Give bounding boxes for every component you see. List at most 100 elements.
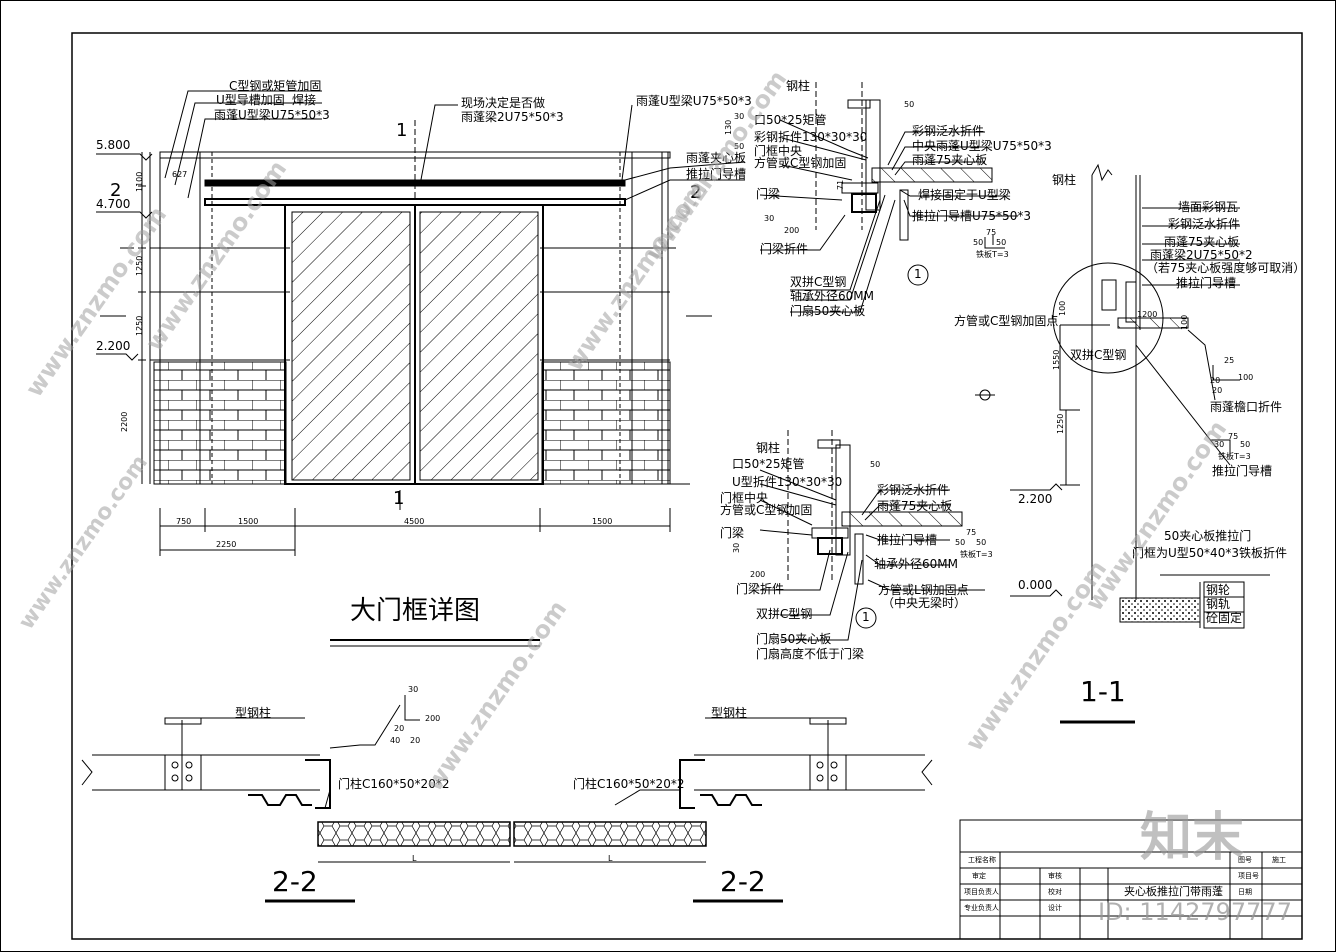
- s11-canopy-note: （若75夹心板强度够可取消）: [1146, 261, 1306, 275]
- db-color-flashing: 彩钢泛水折件: [877, 483, 950, 497]
- db-door-leaf-panel: 门扇50夹心板: [756, 632, 832, 646]
- dt-circle-mark: 1: [914, 267, 922, 281]
- dim-627: 627: [172, 170, 188, 179]
- s11-plate: 铁板T=3: [1218, 452, 1251, 461]
- s11-dim-20a: 20: [1210, 376, 1221, 385]
- s11-steel-column: 钢柱: [1052, 173, 1077, 187]
- tb-project-name: 工程名称: [968, 856, 996, 864]
- s11-door-frame: 门框为U型50*40*3铁板折件: [1132, 546, 1287, 560]
- tb-review: 审核: [1048, 872, 1062, 880]
- db-l-steel-point: 方管或L钢加固点: [878, 583, 969, 597]
- db-plate: 铁板T=3: [960, 550, 993, 559]
- watermark-brand: 知末: [1140, 808, 1245, 868]
- s11-double-c-steel: 双拼C型钢: [1070, 348, 1127, 362]
- s11-dim-1250: 1250: [1056, 413, 1065, 434]
- s11-dim-75: 75: [1228, 432, 1239, 441]
- vdim-1100: 1100: [135, 171, 144, 192]
- level-2200: 2.200: [96, 339, 131, 353]
- tb-approve: 审定: [972, 872, 986, 880]
- tb-drawing-no: 图号: [1238, 856, 1252, 864]
- dt-dim-50d: 50: [996, 238, 1007, 247]
- db-u-fold: U型折件130*30*30: [732, 475, 843, 489]
- db-steel-column: 钢柱: [756, 441, 781, 455]
- db-dim-75: 75: [966, 528, 977, 537]
- s11-dim-50: 50: [1240, 440, 1251, 449]
- db-circle-mark: 1: [862, 610, 870, 624]
- hdim-4500: 4500: [404, 517, 425, 526]
- dt-plate: 铁板T=3: [976, 250, 1009, 259]
- hdim-1500-left: 1500: [238, 517, 259, 526]
- tb-drawing-name: 夹心板推拉门带雨蓬: [1124, 885, 1223, 898]
- s11-reinforce-point: 方管或C型钢加固点: [954, 314, 1059, 328]
- db-door-beam: 门梁: [720, 526, 745, 540]
- hdim-2250: 2250: [216, 540, 237, 549]
- dt-dim-30: 30: [734, 112, 745, 121]
- section-mark-2-left: 2: [110, 180, 122, 201]
- s11-dim-100c: 100: [1238, 373, 1254, 382]
- s11-dim-1200: 1200: [1137, 310, 1158, 319]
- dt-dim-50c: 50: [973, 238, 984, 247]
- s22-dim-30: 30: [408, 685, 419, 694]
- dt-canopy-75-panel: 雨蓬75夹心板: [912, 153, 988, 167]
- vdim-1250-b: 1250: [135, 315, 144, 336]
- tb-check: 校对: [1048, 888, 1062, 896]
- dt-door-beam: 门梁: [756, 187, 781, 201]
- s11-sliding-track: 推拉门导槽: [1176, 276, 1237, 290]
- s11-canopy-beam: 雨蓬梁2U75*50*2: [1150, 248, 1253, 262]
- callout-canopy-u-beam: 雨蓬U型梁U75*50*3: [214, 108, 330, 122]
- s22-door-post-right: 门柱C160*50*20*2: [573, 777, 685, 791]
- callout-canopy-panel: 雨蓬夹心板: [686, 151, 747, 165]
- db-dim-30: 30: [732, 542, 741, 553]
- tb-construction: 施工: [1272, 856, 1286, 864]
- s22-dim-20b: 20: [410, 736, 421, 745]
- dt-dim-50: 50: [904, 100, 915, 109]
- dt-sliding-track-u: 推拉门导槽U75*50*3: [912, 209, 1031, 223]
- level-4700: 4.700: [96, 197, 131, 211]
- callout-sliding-track: 推拉门导槽: [686, 167, 747, 181]
- tb-project-lead: 项目负责人: [964, 888, 999, 896]
- callout-c-steel: C型钢或矩管加固: [229, 79, 322, 93]
- s22-door-post-left: 门柱C160*50*20*2: [338, 777, 450, 791]
- s11-level-0000: 0.000: [1018, 578, 1053, 592]
- db-tube-reinforce: 方管或C型钢加固: [720, 503, 813, 517]
- s11-steel-wheel: 钢轮: [1206, 583, 1231, 597]
- callout-canopy-u-beam-right: 雨蓬U型梁U75*50*3: [636, 94, 752, 108]
- dt-rect-tube: 口50*25矩管: [754, 113, 827, 127]
- db-canopy-75-panel: 雨蓬75夹心板: [877, 499, 953, 513]
- vdim-2200: 2200: [120, 411, 129, 432]
- db-door-height-note: 门扇高度不低于门梁: [756, 647, 865, 661]
- db-dim-200: 200: [750, 570, 766, 579]
- db-door-beam-fold: 门梁折件: [736, 582, 785, 596]
- s11-canopy-panel: 雨蓬75夹心板: [1164, 235, 1240, 249]
- s11-dim-30: 30: [1214, 440, 1225, 449]
- s11-dim-100a: 100: [1058, 300, 1067, 316]
- db-double-c-steel: 双拼C型钢: [756, 607, 813, 621]
- section-mark-1-top: 1: [396, 120, 408, 141]
- section-mark-1-bottom: 1: [393, 488, 405, 509]
- callout-canopy-beam: 雨蓬梁2U75*50*3: [461, 110, 564, 124]
- tb-project-no: 项目号: [1238, 872, 1259, 880]
- dt-dim-200: 200: [784, 226, 800, 235]
- callout-site-decide: 现场决定是否做: [461, 96, 546, 110]
- section-mark-2-right: 2: [690, 182, 702, 203]
- db-dim-50: 50: [870, 460, 881, 469]
- s11-flashing: 彩钢泛水折件: [1168, 217, 1241, 231]
- s22-title-right: 2-2: [720, 865, 766, 898]
- db-dim-50b: 50: [955, 538, 966, 547]
- dt-door-leaf-panel: 门扇50夹心板: [790, 304, 866, 318]
- s22-dim-l-right: L: [608, 854, 613, 863]
- elevation-title: 大门框详图: [350, 596, 481, 626]
- db-rect-tube: 口50*25矩管: [732, 457, 805, 471]
- db-no-center-beam: （中央无梁时）: [882, 596, 967, 610]
- dt-tube-reinforce: 方管或C型钢加固: [754, 156, 847, 170]
- dt-color-flashing: 彩钢泛水折件: [912, 124, 985, 138]
- s11-eave-fold: 雨蓬檐口折件: [1210, 400, 1283, 414]
- s22-steel-col-right: 型钢柱: [711, 706, 748, 720]
- s22-title-left: 2-2: [272, 865, 318, 898]
- dt-dim-50b: 50: [734, 142, 745, 151]
- tb-date: 日期: [1238, 888, 1252, 896]
- dt-frame-center: 门框中央: [754, 144, 803, 158]
- hdim-750: 750: [176, 517, 192, 526]
- s11-dim-20b: 20: [1212, 386, 1223, 395]
- dt-steel-column: 钢柱: [786, 79, 811, 93]
